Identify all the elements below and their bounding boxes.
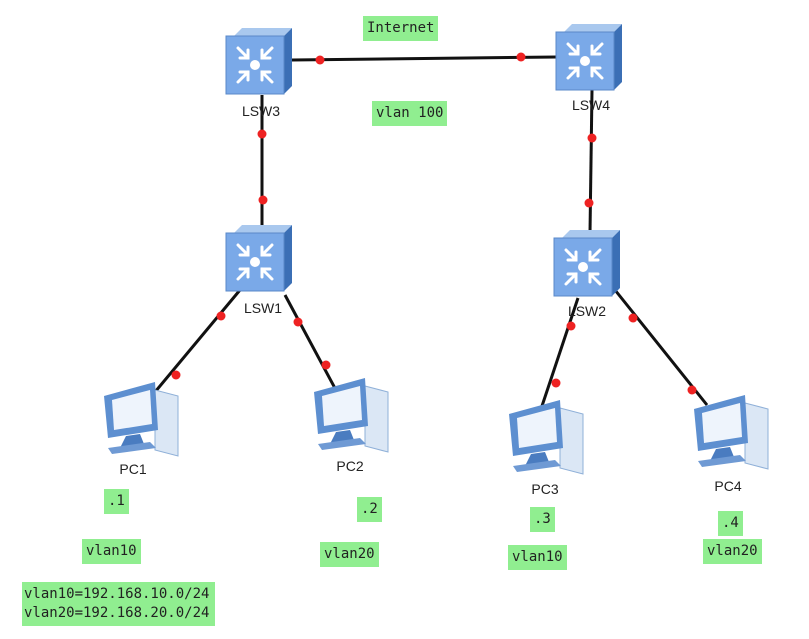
link-lsw2-pc3[interactable]	[538, 297, 580, 413]
link-lsw1-pc1[interactable]	[148, 289, 242, 399]
note-pc1-ip: .1	[104, 489, 129, 514]
note-vlan100: vlan 100	[372, 101, 448, 126]
port-dot	[216, 311, 226, 321]
note-pc4-vlan: vlan20	[703, 539, 762, 564]
port-dot	[321, 360, 331, 370]
note-pc3-vlan: vlan10	[508, 545, 567, 570]
pc4-icon[interactable]	[693, 394, 769, 470]
pc1-label: PC1	[119, 461, 147, 477]
port-dot	[566, 321, 576, 331]
subnet-vlan20: vlan20=192.168.20.0/24	[24, 605, 210, 621]
note-pc2-ip: .2	[357, 497, 382, 522]
note-pc2-vlan: vlan20	[320, 542, 379, 567]
switch-lsw1-icon[interactable]	[224, 223, 294, 293]
port-dot	[551, 378, 561, 388]
lsw4-label: LSW4	[571, 97, 611, 113]
port-dot	[315, 55, 325, 65]
switch-lsw2-icon[interactable]	[552, 228, 622, 298]
pc3-label: PC3	[531, 481, 559, 497]
pc2-icon[interactable]	[313, 377, 389, 453]
lsw2-label: LSW2	[567, 303, 607, 319]
link-lsw3-lsw4[interactable]	[291, 55, 558, 62]
pc1-icon[interactable]	[103, 381, 179, 457]
port-dot	[687, 385, 697, 395]
note-subnets: vlan10=192.168.10.0/24 vlan20=192.168.20.…	[22, 582, 216, 626]
link-lsw4-lsw2[interactable]	[588, 89, 594, 234]
note-pc1-vlan: vlan10	[82, 539, 141, 564]
link-lsw1-pc2[interactable]	[283, 294, 339, 393]
port-dot	[584, 198, 594, 208]
port-dot	[587, 133, 597, 143]
port-dot	[516, 52, 526, 62]
pc3-icon[interactable]	[508, 399, 584, 475]
pc4-label: PC4	[714, 478, 742, 494]
note-pc4-ip: .4	[718, 511, 743, 536]
switch-lsw4-icon[interactable]	[554, 22, 624, 92]
pc2-label: PC2	[336, 458, 364, 474]
switch-lsw3-icon[interactable]	[224, 26, 294, 96]
port-dot	[293, 317, 303, 327]
subnet-vlan10: vlan10=192.168.10.0/24	[24, 586, 210, 602]
note-internet: Internet	[363, 16, 439, 41]
port-dot	[171, 370, 181, 380]
lsw3-label: LSW3	[241, 103, 281, 119]
lsw1-label: LSW1	[243, 300, 283, 316]
port-dot	[628, 313, 638, 323]
port-dot	[258, 195, 268, 205]
port-dot	[257, 129, 267, 139]
note-pc3-ip: .3	[530, 507, 555, 532]
